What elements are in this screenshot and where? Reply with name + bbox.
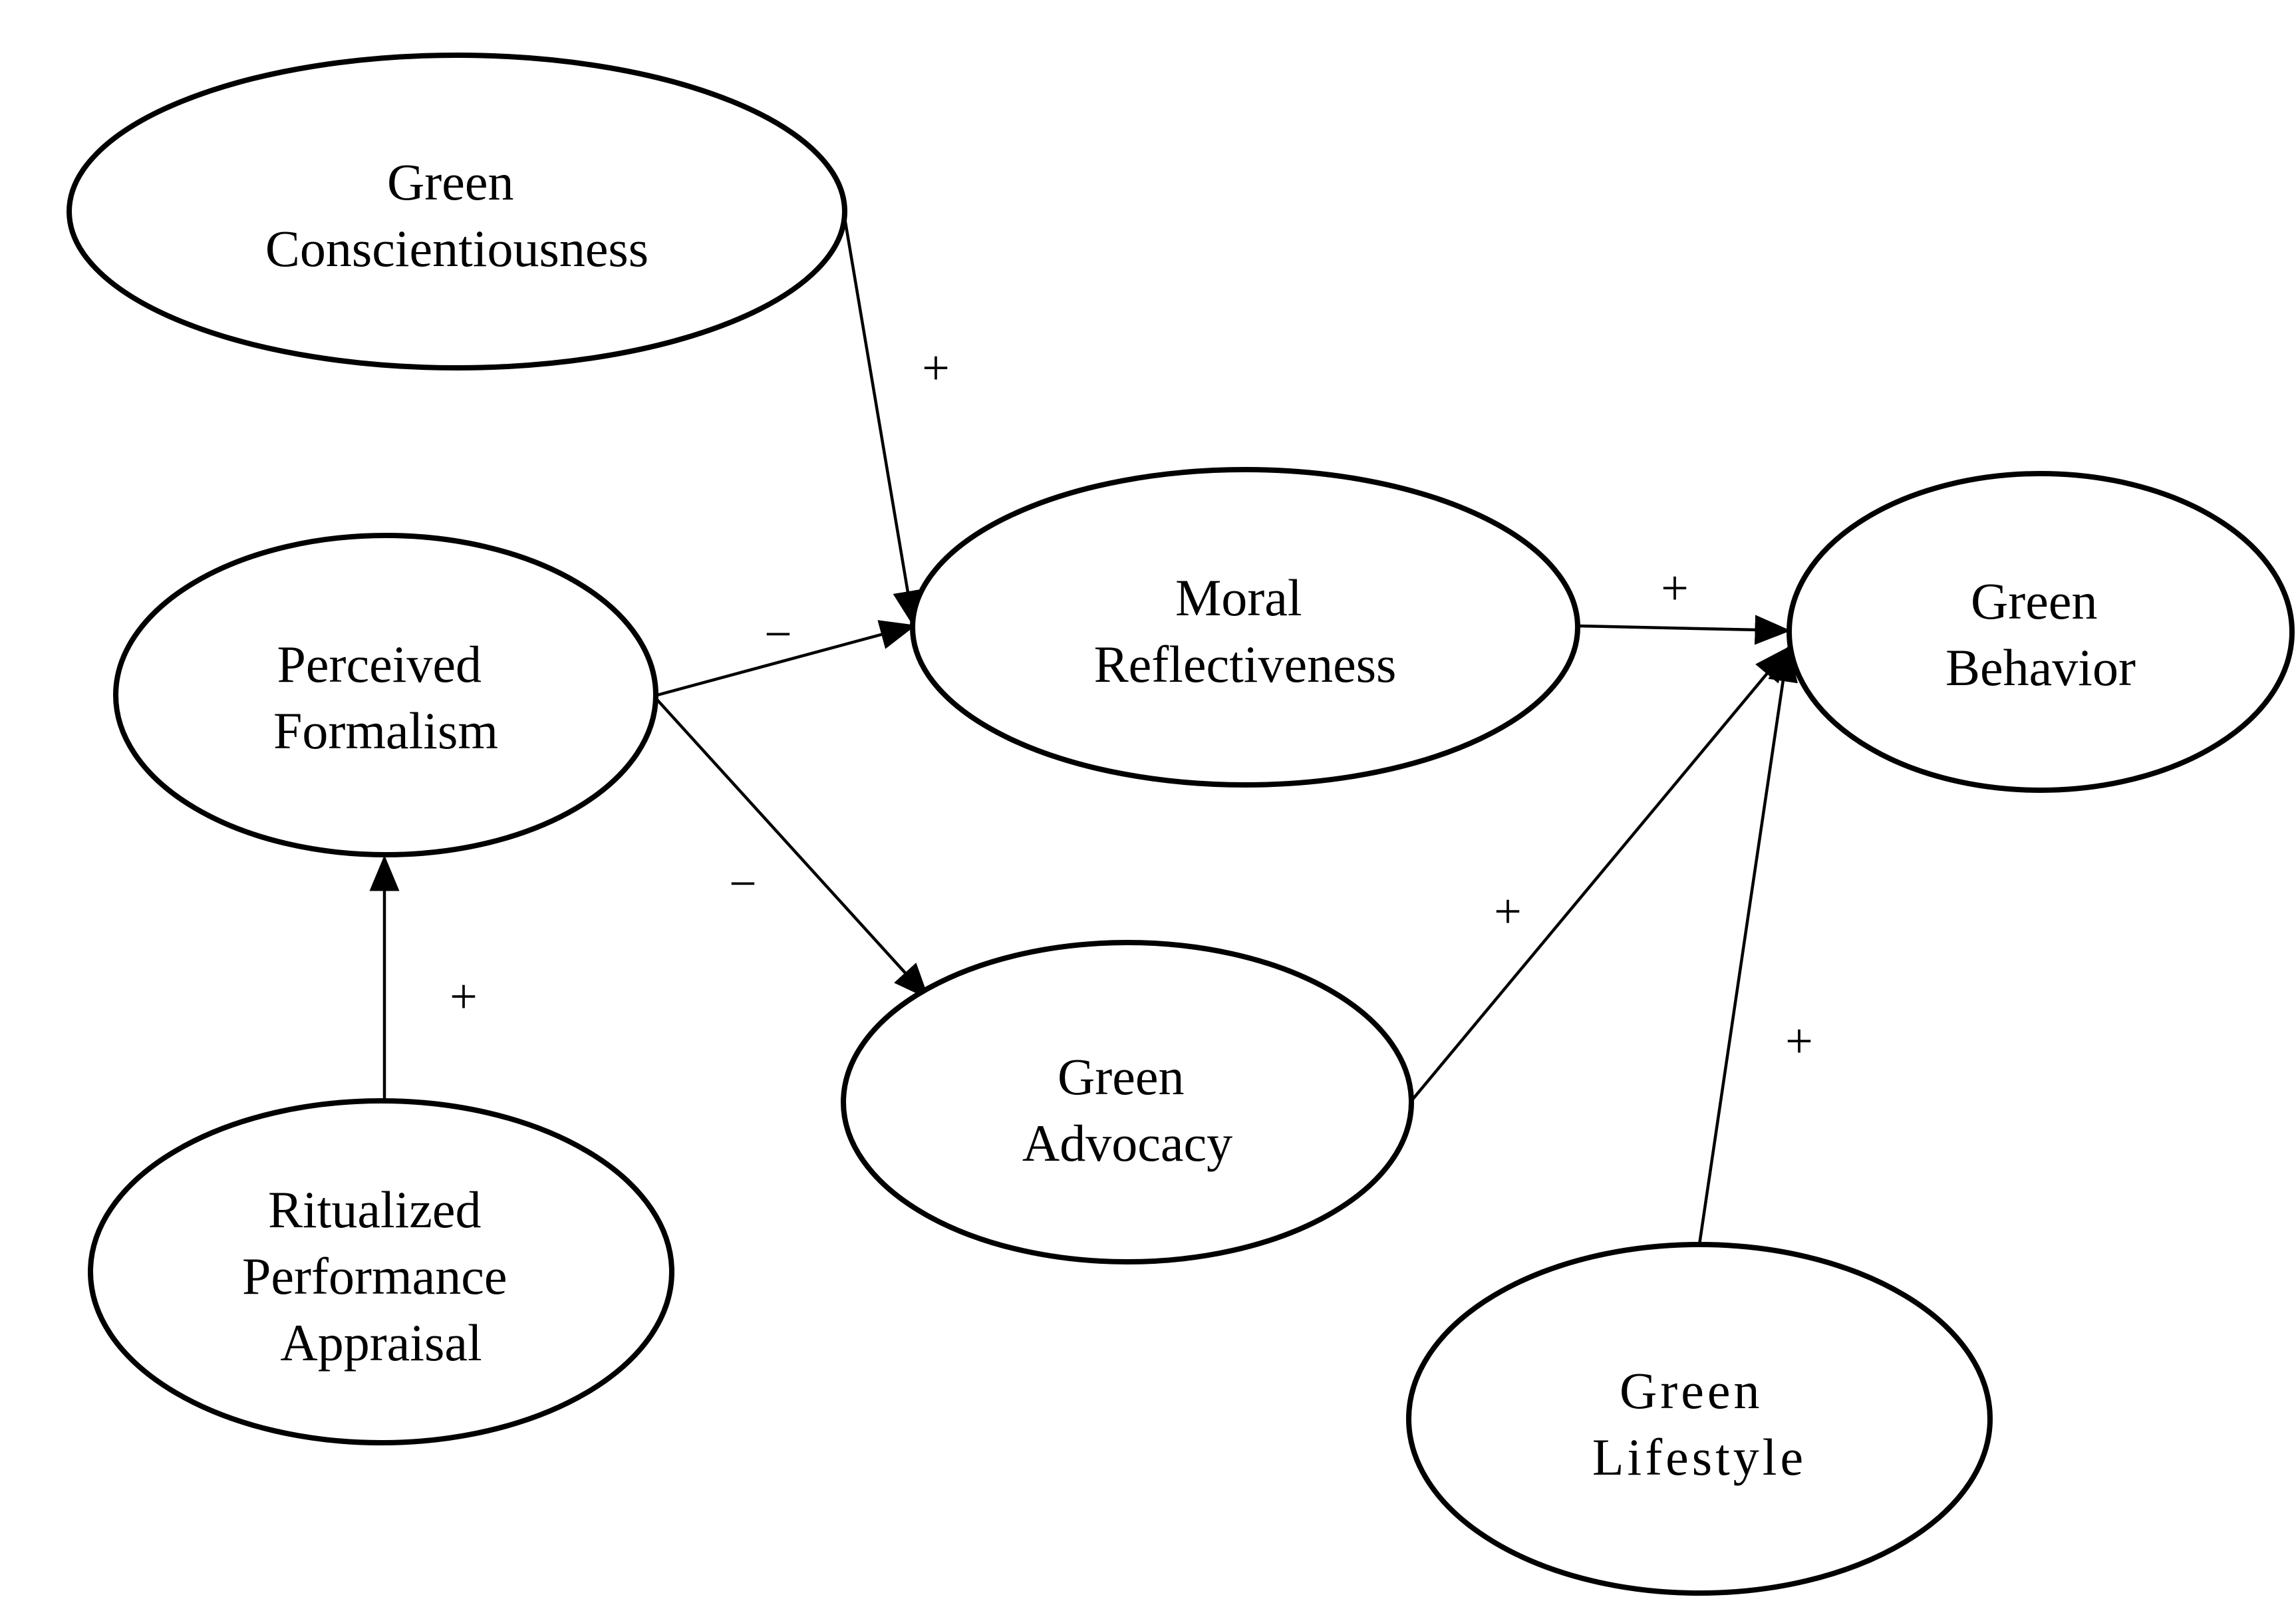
edge-sign-appraisal-to-formalism: +: [450, 970, 478, 1024]
node-label-line: Green: [1971, 572, 2098, 630]
node-label-line: Ritualized: [268, 1181, 482, 1239]
node-green-conscientiousness: Green Conscientiousness: [67, 53, 847, 370]
node-label-line: Formalism: [273, 702, 498, 760]
node-label: Perceived Formalism: [273, 635, 498, 760]
node-label: Green Behavior: [1945, 572, 2136, 696]
node-green-advocacy: Green Advocacy: [841, 940, 1414, 1264]
edge-signs: + − − + + + +: [450, 341, 1813, 1069]
node-label-line: Conscientiousness: [265, 220, 648, 277]
node-label-line: Lifestyle: [1592, 1428, 1806, 1486]
edge-sign-formalism-to-reflectiveness: −: [764, 607, 792, 662]
edge-lifestyle-to-behavior: [1697, 645, 1798, 1245]
node-moral-reflectiveness: Moral Reflectiveness: [910, 467, 1580, 788]
edge-formalism-to-advocacy: [656, 698, 930, 1000]
node-label-line: Appraisal: [280, 1314, 482, 1372]
node-label-line: Green: [387, 153, 514, 211]
node-label-line: Green: [1620, 1362, 1763, 1419]
node-label-line: Moral: [1175, 569, 1302, 627]
node-label: Moral Reflectiveness: [1094, 569, 1397, 693]
node-label: Green Advocacy: [1022, 1048, 1232, 1172]
node-green-lifestyle: Green Lifestyle: [1406, 1242, 1993, 1596]
edge-advocacy-to-behavior: [1410, 646, 1790, 1102]
node-label: Ritualized Performance Appraisal: [242, 1181, 520, 1372]
node-label-line: Advocacy: [1022, 1114, 1232, 1172]
edge-formalism-to-reflectiveness: [656, 620, 917, 697]
edge-sign-advocacy-to-behavior: +: [1494, 885, 1522, 939]
node-label-line: Behavior: [1945, 639, 2136, 696]
edge-sign-lifestyle-to-behavior: +: [1785, 1014, 1813, 1069]
node-label: Green Lifestyle: [1592, 1362, 1806, 1486]
edge-conscientiousness-to-reflectiveness: [841, 210, 923, 627]
edges: [369, 210, 1798, 1245]
node-label-line: Green: [1058, 1048, 1185, 1106]
node-ritualized-performance-appraisal: Ritualized Performance Appraisal: [88, 1098, 674, 1445]
node-perceived-formalism: Perceived Formalism: [113, 533, 658, 857]
edge-sign-conscientiousness-to-reflectiveness: +: [922, 341, 950, 396]
edge-reflectiveness-to-behavior: [1577, 615, 1791, 645]
node-label-line: Perceived: [277, 635, 482, 693]
node-label-line: Performance: [242, 1247, 507, 1305]
node-label-line: Reflectiveness: [1094, 635, 1397, 693]
edge-sign-reflectiveness-to-behavior: +: [1661, 561, 1689, 616]
node-label: Green Conscientiousness: [265, 153, 648, 277]
edge-sign-formalism-to-advocacy: −: [729, 857, 757, 911]
node-green-behavior: Green Behavior: [1787, 471, 2295, 793]
